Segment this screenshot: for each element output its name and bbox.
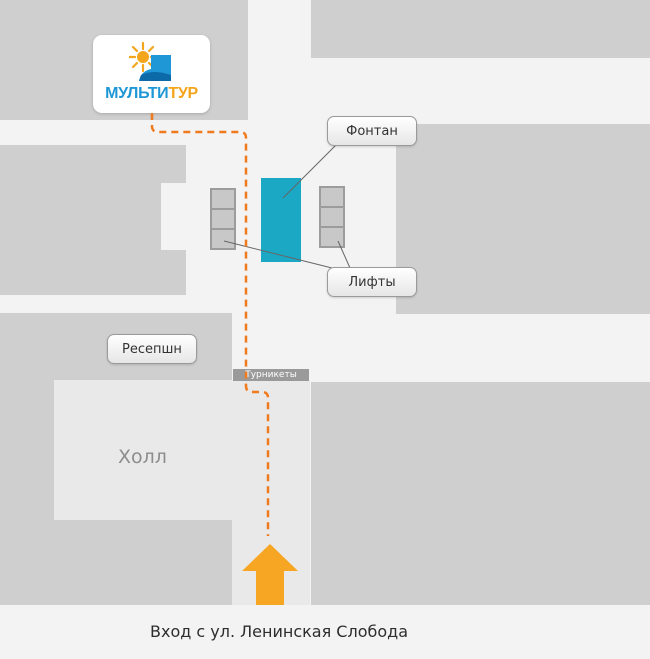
logo-text: МУЛЬТИТУР xyxy=(101,85,202,103)
logo-text-part1: МУЛЬТИ xyxy=(105,85,169,102)
hall-corridor xyxy=(232,380,310,605)
building-bottom-right xyxy=(311,382,650,605)
building-bottom-left xyxy=(0,520,232,605)
turnstiles-label: Турникеты xyxy=(233,369,309,381)
building-top-right xyxy=(311,0,650,58)
building-mid-left xyxy=(0,145,186,295)
elevator-right xyxy=(319,186,345,248)
fountain-callout[interactable]: Фонтан xyxy=(327,116,417,146)
reception-callout[interactable]: Ресепшн xyxy=(107,334,197,364)
sun-wave-icon xyxy=(129,41,171,81)
building-left-strip xyxy=(0,380,54,520)
elevator-left xyxy=(210,188,236,250)
entrance-label: Вход с ул. Ленинская Слобода xyxy=(150,622,409,641)
multitur-logo[interactable]: МУЛЬТИТУР xyxy=(93,35,210,113)
building-mid-right xyxy=(396,124,650,314)
logo-text-part2: ТУР xyxy=(168,85,198,102)
mid-left-notch xyxy=(161,183,186,250)
elevators-callout[interactable]: Лифты xyxy=(327,267,417,297)
hall-label: Холл xyxy=(118,446,167,468)
fountain xyxy=(261,178,301,262)
